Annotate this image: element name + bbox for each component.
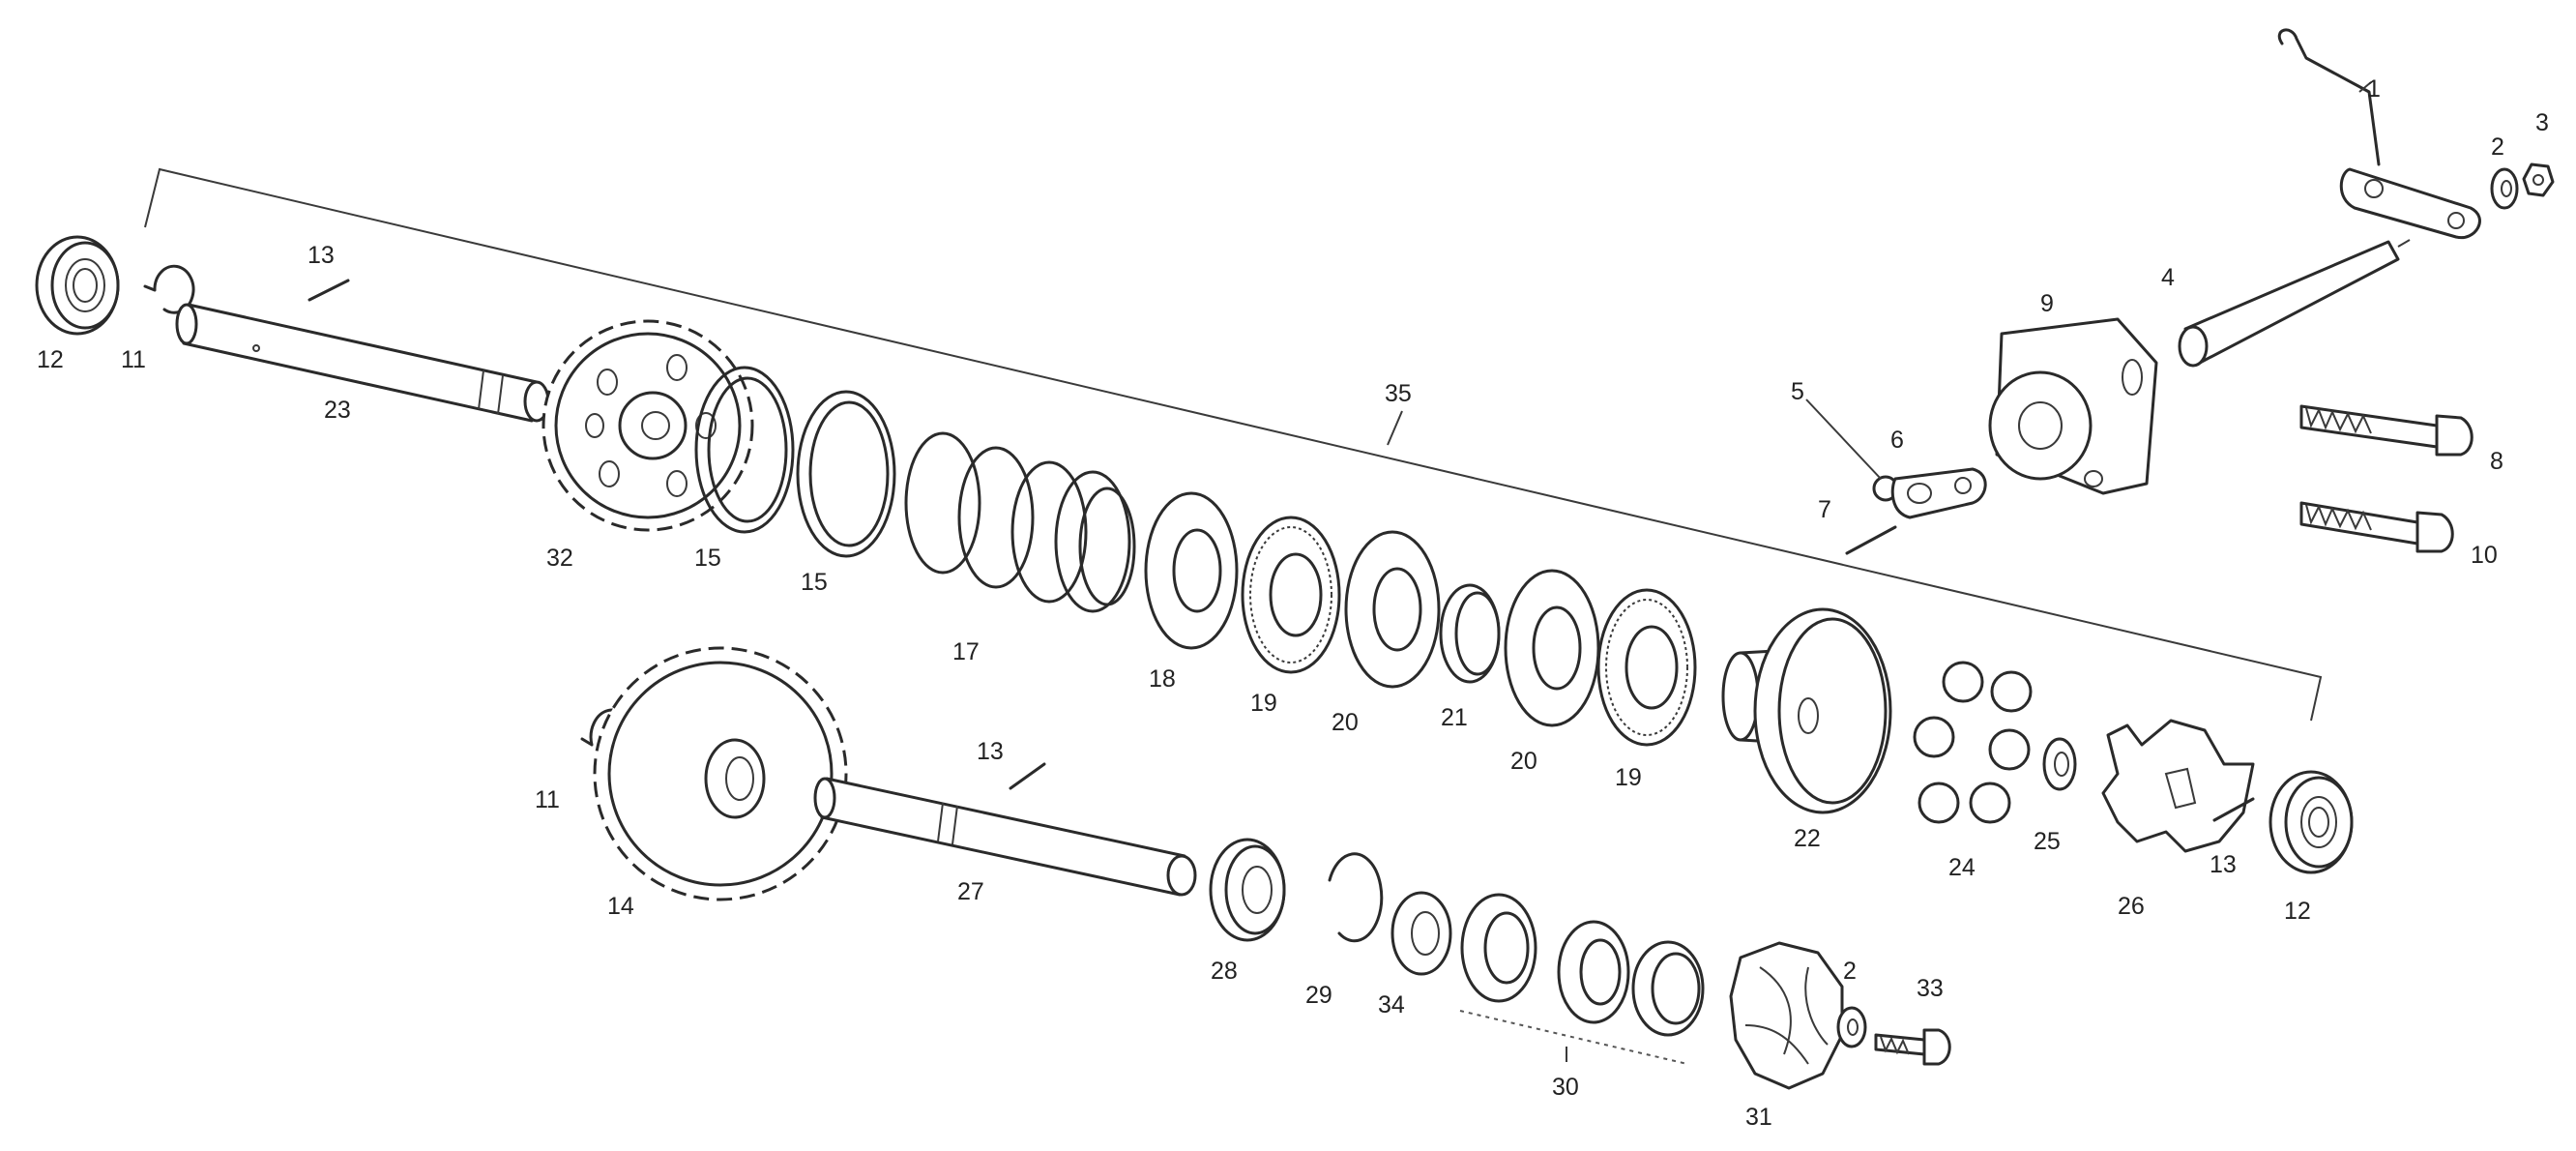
- part-12-bearing-right: [2269, 770, 2354, 874]
- label-part-10: 10: [2471, 542, 2498, 569]
- part-1-lever: [2277, 28, 2481, 240]
- label-part-11-upper: 11: [121, 346, 146, 373]
- part-2-washer-upper: [2490, 167, 2519, 210]
- part-27-shaft: [813, 777, 1197, 897]
- label-part-13-right: 13: [2210, 851, 2237, 878]
- part-10-screw: [2299, 501, 2454, 553]
- label-part-33: 33: [1917, 975, 1944, 1002]
- label-part-19-a: 19: [1250, 690, 1277, 717]
- part-20-washer-a: [1344, 530, 1441, 689]
- label-part-13-upper: 13: [307, 242, 335, 269]
- part-29-circlip: [1328, 852, 1384, 943]
- label-part-12-right: 12: [2284, 898, 2311, 925]
- label-part-13-lower: 13: [977, 738, 1004, 765]
- label-part-24: 24: [1948, 854, 1976, 881]
- part-7-pin: [1845, 525, 1897, 555]
- part-13-pin-upper: [307, 279, 350, 302]
- part-13-pin-right: [2212, 797, 2255, 822]
- label-part-28: 28: [1211, 958, 1238, 985]
- part-9-housing: [1988, 317, 2158, 495]
- label-part-14: 14: [607, 893, 634, 920]
- label-part-17: 17: [952, 638, 980, 665]
- label-part-15-b: 15: [801, 569, 828, 596]
- part-34-washer: [1390, 891, 1452, 976]
- callout-labels: 1 2 3 4 5 6 7 8 9 10 11 11 12 12 13 13 1…: [37, 75, 2549, 1131]
- label-part-20-b: 20: [1510, 748, 1537, 775]
- label-part-27: 27: [957, 878, 984, 905]
- label-part-9: 9: [2040, 290, 2054, 317]
- part-15-ring-a: [694, 366, 795, 534]
- part-25-small-washer: [2042, 737, 2077, 791]
- label-part-19-b: 19: [1615, 764, 1642, 791]
- label-part-23: 23: [324, 397, 351, 424]
- label-part-25: 25: [2034, 828, 2061, 855]
- part-15-ring-b: [796, 390, 896, 558]
- label-part-35: 35: [1385, 380, 1412, 407]
- part-24-balls: [1913, 661, 2033, 824]
- label-part-18: 18: [1149, 665, 1176, 693]
- label-part-32: 32: [546, 545, 573, 572]
- label-part-15-a: 15: [694, 545, 721, 572]
- label-part-6: 6: [1890, 427, 1904, 454]
- label-part-26: 26: [2118, 893, 2145, 920]
- part-23-shaft: [175, 303, 550, 423]
- label-part-34: 34: [1378, 991, 1405, 1018]
- part-17-spring: [904, 431, 1136, 613]
- part-33-bolt: [1874, 1028, 1951, 1066]
- leader-lines: [1387, 81, 2372, 1062]
- part-13-pin-lower: [1009, 762, 1046, 790]
- label-part-1: 1: [2367, 75, 2381, 103]
- assembly-bracket-35: [144, 167, 2323, 722]
- label-part-29: 29: [1305, 982, 1332, 1009]
- part-19-thrust-bearing-a: [1241, 516, 1341, 674]
- part-3-nut: [2522, 162, 2555, 197]
- part-19-thrust-bearing-b: [1596, 588, 1697, 747]
- label-part-5: 5: [1791, 378, 1804, 405]
- label-part-2: 2: [2491, 133, 2504, 161]
- label-part-30: 30: [1552, 1074, 1579, 1101]
- label-part-3: 3: [2535, 109, 2549, 136]
- label-part-11-lower: 11: [535, 786, 560, 813]
- part-6-plate: [1890, 467, 1987, 519]
- part-30-seal-set: [1459, 893, 1705, 1065]
- part-31-impeller: [1729, 941, 1844, 1090]
- label-part-2-lower: 2: [1843, 958, 1857, 985]
- label-part-7: 7: [1818, 496, 1831, 523]
- part-28-bearing: [1209, 838, 1286, 942]
- part-14-gear: [593, 646, 848, 901]
- part-21-bush: [1439, 583, 1501, 684]
- part-18-washer: [1144, 491, 1239, 650]
- label-part-31: 31: [1745, 1104, 1772, 1131]
- part-8-screw: [2299, 404, 2474, 457]
- part-26-ramp-plate: [2101, 719, 2255, 853]
- part-2-washer-lower: [1836, 1006, 1867, 1048]
- part-12-bearing-left: [35, 235, 120, 336]
- part-32-gear: [542, 319, 754, 532]
- part-22-drum: [1721, 607, 1892, 814]
- label-part-20-a: 20: [1332, 709, 1359, 736]
- label-part-4: 4: [2161, 264, 2175, 291]
- label-part-8: 8: [2490, 448, 2503, 475]
- label-part-21: 21: [1441, 704, 1468, 731]
- part-4-shaft: [2178, 239, 2411, 368]
- label-part-12-left: 12: [37, 346, 64, 373]
- label-part-22: 22: [1794, 825, 1821, 852]
- part-20-washer-b: [1504, 569, 1600, 727]
